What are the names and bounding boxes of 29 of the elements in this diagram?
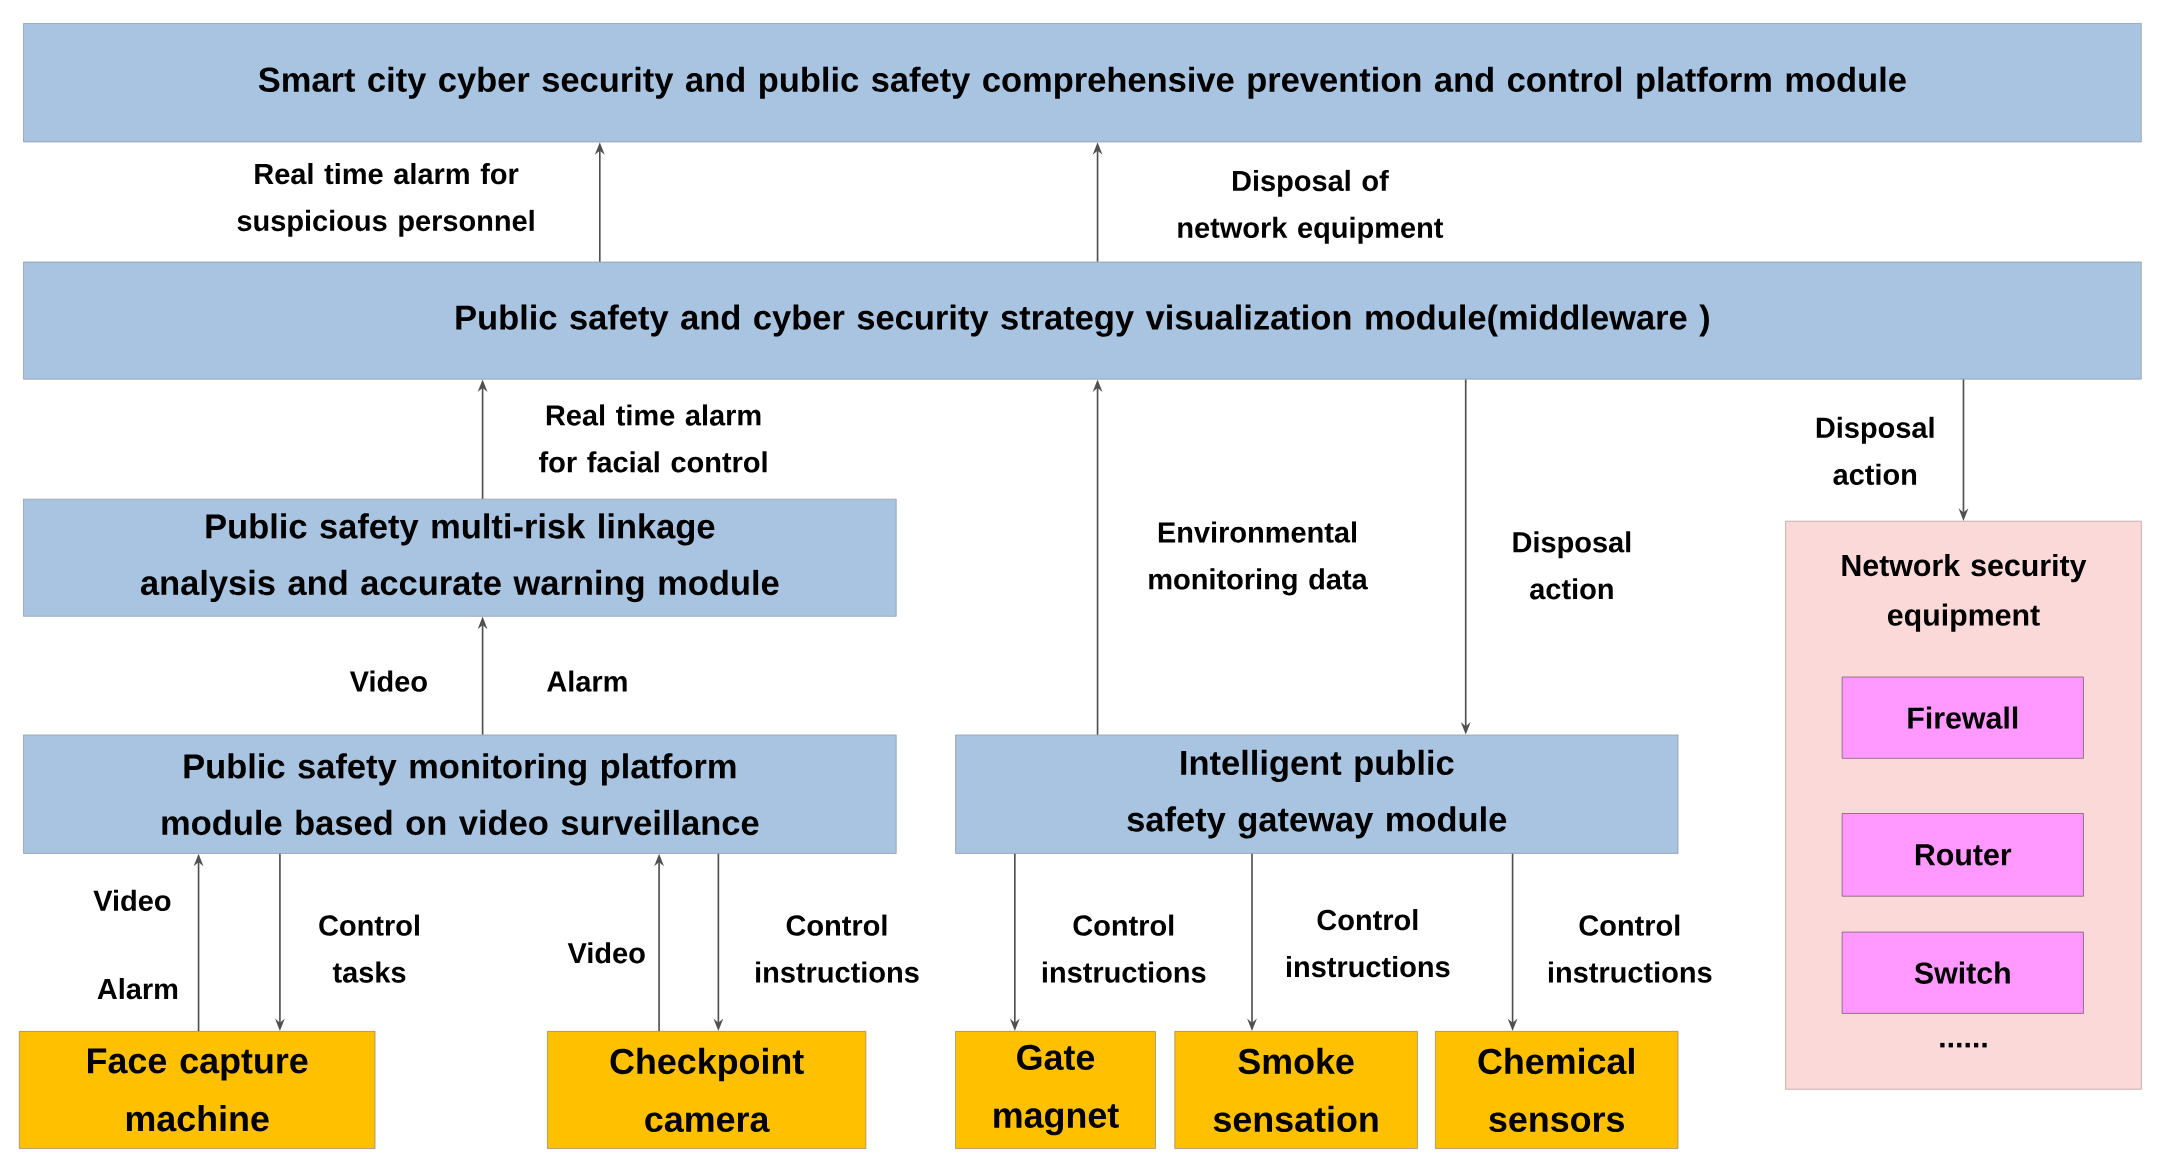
edge-label: Control instructions: [1548, 914, 1712, 983]
edge-label: Video: [567, 942, 645, 964]
edge-label: Real time alarm for suspicious personnel: [237, 163, 534, 238]
edge-label: Control instructions: [756, 914, 919, 983]
device-box: Gate magnet: [955, 1031, 1156, 1150]
edge-label: Control instructions: [1042, 914, 1206, 983]
edge-label: Control instructions: [1286, 909, 1450, 978]
edge-label: Real time alarm for facial control: [539, 404, 767, 473]
edge-label: Disposal action: [1513, 531, 1631, 600]
edge-label: Video: [93, 889, 171, 912]
edge-label: Video: [349, 670, 427, 692]
edge-label: Disposal of network equipment: [1178, 170, 1444, 244]
device-box: Chemical sensors: [1435, 1031, 1679, 1150]
module-box: Public safety and cyber security strategy visualization module(middleware ): [23, 261, 2142, 380]
module-box: Smart city cyber security and public safety comprehensive prevention and control platform module: [23, 23, 2142, 143]
signal-label: Alarm: [547, 670, 627, 692]
device-box: Face capture machine: [19, 1031, 376, 1150]
device-box: Smoke sensation: [1174, 1031, 1418, 1150]
equipment-box: Firewall: [1841, 676, 2084, 759]
module-box: Public safety multi-risk linkage analysis and accurate warning module: [23, 499, 897, 617]
equipment-box: Router: [1841, 813, 2084, 897]
module-box: Intelligent public safety gateway module: [955, 734, 1679, 854]
edge-label: Environmental monitoring data: [1149, 521, 1368, 596]
equipment-box: Switch: [1841, 932, 2084, 1014]
edge-label: Disposal action: [1816, 417, 1934, 486]
module-box: Public safety monitoring platform module based on video surveillance: [23, 734, 897, 854]
signal-label: Alarm: [97, 978, 178, 1000]
edge-label: Control tasks: [319, 914, 419, 983]
device-box: Checkpoint camera: [547, 1031, 867, 1150]
